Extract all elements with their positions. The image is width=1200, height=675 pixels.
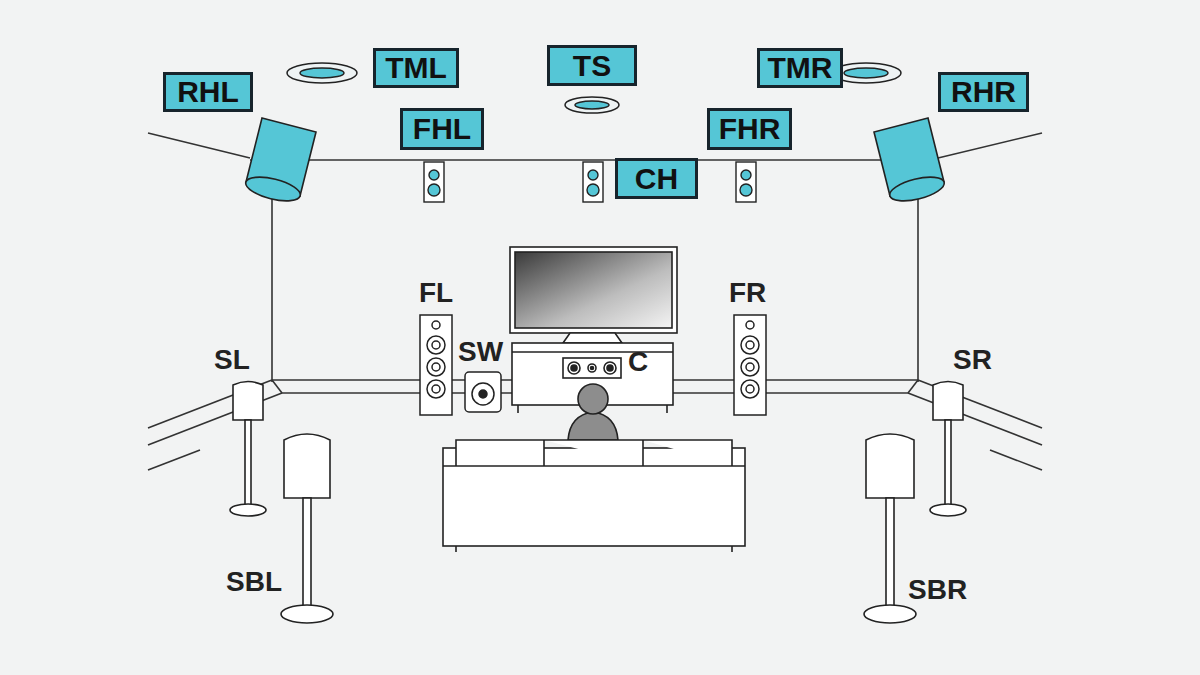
speaker-label-box: FHR	[707, 108, 792, 150]
speaker-code: FHR	[719, 114, 781, 144]
speaker-label-box: TML	[373, 48, 459, 88]
speaker-code: TS	[573, 51, 611, 81]
speaker-label: FR	[729, 279, 766, 307]
speaker-label-box: TMR	[757, 48, 843, 88]
speaker-label: SBR	[908, 576, 967, 604]
speaker-code: RHR	[951, 77, 1016, 107]
speaker-label: SW	[458, 338, 503, 366]
speaker-label: SBL	[226, 568, 282, 596]
speaker-label-box: CH	[615, 158, 698, 199]
speaker-label-box: RHR	[938, 72, 1029, 112]
speaker-code: RHL	[177, 77, 239, 107]
speaker-code: CH	[635, 164, 678, 194]
speaker-label: FL	[419, 279, 453, 307]
speaker-label: SL	[214, 346, 250, 374]
speaker-label-box: FHL	[400, 108, 484, 150]
speaker-code: FHL	[413, 114, 471, 144]
speaker-code: TML	[385, 53, 447, 83]
speaker-code: TMR	[768, 53, 833, 83]
speaker-label: C	[628, 348, 648, 376]
speaker-label: SR	[953, 346, 992, 374]
speaker-label-box: TS	[547, 45, 637, 86]
speaker-label-box: RHL	[163, 72, 253, 112]
